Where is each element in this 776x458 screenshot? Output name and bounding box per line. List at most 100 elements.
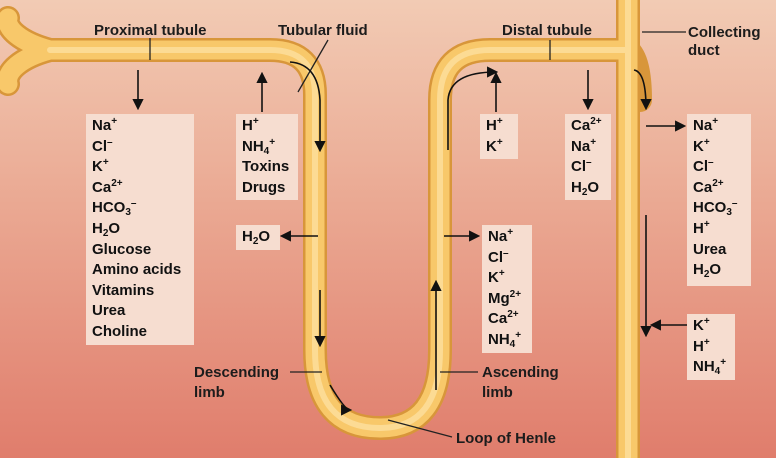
subscript: 2	[703, 269, 710, 281]
superscript: +	[720, 357, 727, 369]
substance-symbol: K	[693, 317, 704, 334]
label-ascending-limb-2: limb	[482, 384, 513, 401]
substance-symbol: H	[571, 178, 582, 196]
distal-secreted-box: H+K+	[480, 114, 518, 159]
substance-item: HCO3–	[92, 198, 188, 219]
superscript: +	[498, 268, 505, 280]
arrow-flow-descending-top	[289, 61, 326, 153]
substance-item: Ca2+	[693, 178, 745, 199]
superscript: +	[102, 157, 109, 169]
substance-item: Cl–	[571, 157, 605, 178]
substance-symbol: Choline	[92, 322, 147, 340]
subscript: 4	[263, 145, 270, 157]
substance-symbol-tail: O	[258, 228, 271, 245]
superscript: –	[503, 247, 509, 259]
superscript: 2+	[590, 116, 602, 127]
substance-item: Urea	[92, 301, 188, 322]
substance-item: Na+	[693, 116, 745, 137]
substance-symbol: K	[488, 269, 499, 287]
substance-symbol: Ca	[92, 178, 112, 196]
substance-symbol: Toxins	[242, 158, 290, 176]
substance-item: H+	[486, 116, 512, 137]
label-ascending-limb-1: Ascending	[482, 364, 559, 381]
substance-symbol: NH	[693, 358, 715, 376]
substance-item: H2O	[242, 227, 274, 248]
substance-symbol: K	[92, 158, 103, 176]
arrow-flow-loop	[329, 384, 353, 416]
label-proximal-tubule: Proximal tubule	[94, 22, 207, 39]
substance-item: Choline	[92, 322, 188, 343]
substance-item: Ca2+	[488, 309, 526, 330]
substance-symbol: NH	[488, 330, 510, 348]
leader-lines	[149, 31, 686, 438]
superscript: +	[496, 136, 503, 148]
label-collecting-duct-2: duct	[688, 42, 720, 59]
superscript: +	[252, 116, 259, 127]
descending-water-box: H2O	[236, 225, 280, 250]
substance-symbol: H	[693, 219, 704, 237]
subscript: 4	[714, 366, 721, 378]
label-distal-tubule: Distal tubule	[502, 22, 593, 39]
superscript: –	[107, 136, 113, 148]
substance-symbol: K	[693, 137, 704, 155]
substance-symbol: K	[486, 137, 497, 155]
substance-symbol: Cl	[693, 158, 708, 176]
substance-symbol: Amino acids	[92, 261, 182, 279]
arrows	[132, 61, 690, 416]
substance-symbol: H	[242, 117, 253, 134]
label-descending-limb-2: limb	[194, 384, 225, 401]
subscript: 2	[102, 227, 109, 239]
superscript: +	[269, 136, 276, 148]
substance-item: K+	[693, 316, 729, 337]
label-tubular-fluid: Tubular fluid	[278, 22, 368, 39]
superscript: 2+	[712, 177, 724, 189]
substance-symbol-tail: O	[587, 178, 600, 196]
tubule-highlight	[47, 0, 631, 458]
substance-item: Cl–	[92, 137, 188, 158]
substance-item: Drugs	[242, 178, 292, 199]
collecting-secreted-box: K+H+NH4+	[687, 314, 735, 380]
substance-item: HCO3–	[693, 198, 745, 219]
substance-symbol: Glucose	[92, 240, 152, 258]
substance-item: H2O	[571, 178, 605, 199]
substance-item: Mg2+	[488, 289, 526, 310]
superscript: +	[590, 136, 597, 148]
substance-symbol: H	[242, 228, 253, 245]
substance-symbol: H	[92, 219, 103, 237]
superscript: +	[507, 227, 514, 238]
substance-item: Toxins	[242, 157, 292, 178]
substance-symbol: Na	[571, 137, 591, 155]
substance-symbol: NH	[242, 137, 264, 155]
substance-symbol: Urea	[693, 240, 727, 258]
label-loop-of-henle: Loop of Henle	[456, 430, 556, 447]
subscript: 2	[581, 186, 588, 198]
label-descending-limb-1: Descending	[194, 364, 280, 381]
substance-symbol: H	[486, 117, 497, 134]
substance-item: H+	[242, 116, 292, 137]
distal-reabsorbed-box: Ca2+Na+Cl–H2O	[565, 114, 611, 200]
substance-symbol: Ca	[693, 178, 713, 196]
substance-item: Ca2+	[92, 178, 188, 199]
substance-symbol: Na	[92, 117, 112, 134]
substance-item: Cl–	[488, 248, 526, 269]
substance-item: NH4+	[242, 137, 292, 158]
substance-symbol-tail: O	[709, 261, 722, 279]
substance-symbol: Na	[488, 228, 508, 245]
substance-symbol: HCO	[92, 199, 126, 217]
substance-symbol: H	[693, 261, 704, 279]
label-collecting-duct-1: Collecting	[688, 24, 761, 41]
substance-item: Cl–	[693, 157, 745, 178]
superscript: +	[703, 316, 710, 327]
superscript: –	[731, 198, 738, 210]
substance-item: NH4+	[693, 357, 729, 378]
subscript: 3	[726, 207, 732, 219]
superscript: +	[515, 329, 522, 341]
tubule	[0, 0, 652, 458]
superscript: +	[712, 116, 719, 127]
substance-symbol: Vitamins	[92, 281, 155, 299]
substance-item: Na+	[571, 137, 605, 158]
substance-item: K+	[693, 137, 745, 158]
